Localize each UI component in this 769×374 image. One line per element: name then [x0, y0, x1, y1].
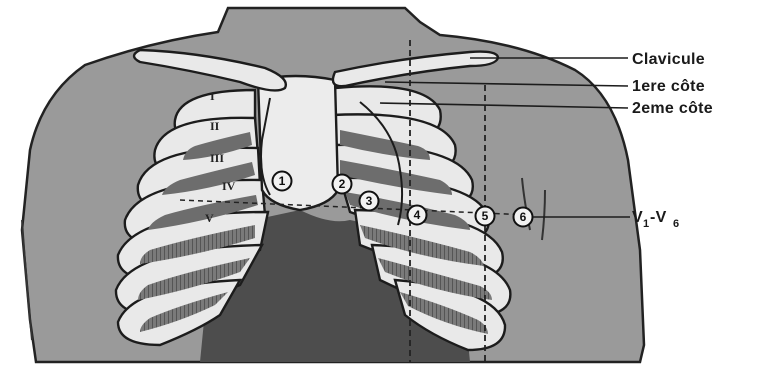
sternum — [258, 76, 338, 210]
label-first-rib: 1ere côte — [632, 78, 705, 95]
label-second-rib: 2eme côte — [632, 100, 713, 117]
svg-text:1: 1 — [279, 174, 286, 188]
svg-text:6: 6 — [520, 210, 527, 224]
leads-dash-v: -V — [650, 209, 667, 226]
svg-text:4: 4 — [414, 208, 421, 222]
label-leads: V 1 -V 6 — [632, 209, 679, 230]
rib-number-2: II — [210, 119, 220, 133]
svg-text:2: 2 — [339, 177, 346, 191]
svg-text:3: 3 — [366, 194, 373, 208]
leads-sub1: 1 — [643, 218, 649, 230]
rib-number-1: I — [210, 89, 215, 103]
leads-v: V — [632, 209, 643, 226]
lead-v6: 6 — [514, 208, 533, 227]
leads-sub2: 6 — [673, 218, 679, 230]
label-clavicle: Clavicule — [632, 51, 705, 68]
lead-v1: 1 — [273, 172, 292, 191]
rib-number-3: III — [210, 151, 224, 165]
lead-v2: 2 — [333, 175, 352, 194]
rib-number-4: IV — [222, 179, 236, 193]
lead-v5: 5 — [476, 207, 495, 226]
svg-text:5: 5 — [482, 209, 489, 223]
rib-number-5: V — [205, 211, 214, 225]
lead-v4: 4 — [408, 206, 427, 225]
lead-v3: 3 — [360, 192, 379, 211]
